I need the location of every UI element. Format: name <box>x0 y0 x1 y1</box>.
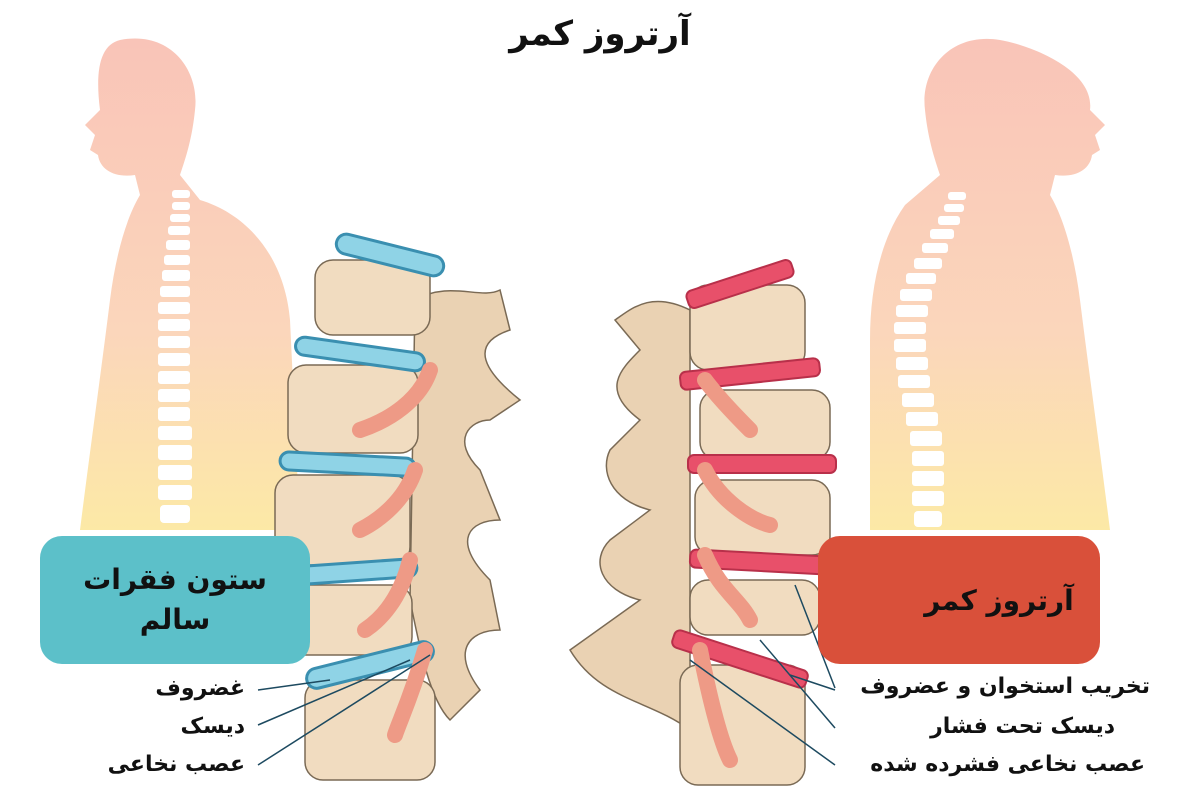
label-compressed-nerve: عصب نخاعی فشرده شده <box>870 752 1145 777</box>
arthritis-silhouette <box>870 38 1110 530</box>
healthy-spine-icon <box>158 190 192 523</box>
label-pointer-lines <box>257 584 836 766</box>
healthy-silhouette <box>80 38 300 530</box>
healthy-box-line1: ستون فقرات <box>83 563 267 596</box>
label-cartilage: غضروف <box>155 676 245 701</box>
compressed-nerve-roots <box>692 372 778 768</box>
healthy-spine-box: ستون فقرات سالم <box>40 536 310 664</box>
healthy-spine-illustration <box>274 232 522 781</box>
label-bone-cartilage-damage: تخریب استخوان و عضروف <box>860 674 1150 699</box>
label-spinal-nerve: عصب نخاعی <box>107 752 245 777</box>
label-compressed-disc: دیسک تحت فشار <box>930 714 1115 739</box>
nerve-roots <box>352 362 438 743</box>
arthritis-spine-illustration <box>569 259 837 786</box>
arthritis-box-label: آرتروز کمر <box>924 583 1074 617</box>
healthy-box-line2: سالم <box>139 603 211 636</box>
curved-spine-icon <box>894 192 966 527</box>
arthritis-box: آرتروز کمر <box>818 536 1100 664</box>
page-title: آرتروز کمر <box>509 14 691 54</box>
label-disc: دیسک <box>180 714 245 739</box>
